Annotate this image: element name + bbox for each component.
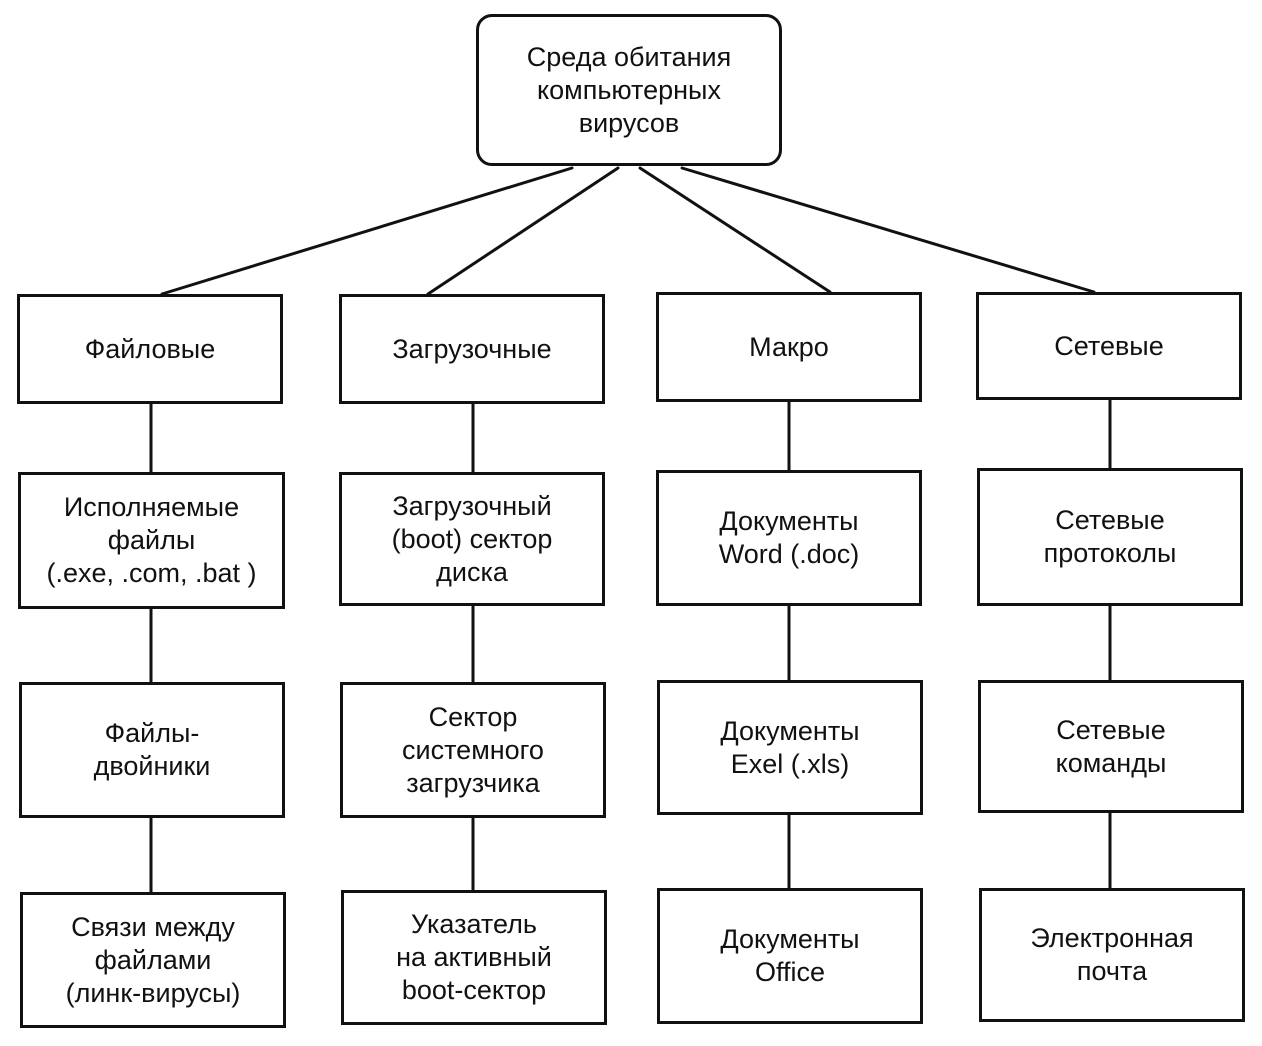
network-item-1: Сетевые протоколы bbox=[977, 468, 1243, 606]
boot-item-3: Указатель на активный boot-сектор bbox=[341, 890, 607, 1025]
connector-root-to-network bbox=[680, 166, 1096, 294]
root-node: Среда обитания компьютерных вирусов bbox=[476, 14, 782, 166]
file-item-2: Файлы- двойники bbox=[19, 682, 285, 818]
connector-root-to-file bbox=[160, 166, 574, 296]
network-item-3: Электронная почта bbox=[979, 888, 1245, 1022]
file-item-3: Связи между файлами (линк-вирусы) bbox=[20, 892, 286, 1028]
macro-item-1: Документы Word (.doc) bbox=[656, 470, 922, 606]
connector-root-to-boot bbox=[426, 166, 620, 296]
connector-root-to-macro bbox=[638, 166, 832, 294]
macro-item-2: Документы Exel (.xls) bbox=[657, 680, 923, 815]
category-macro-node: Макро bbox=[656, 292, 922, 402]
macro-item-3: Документы Office bbox=[657, 888, 923, 1024]
file-item-1: Исполняемые файлы (.exe, .com, .bat ) bbox=[18, 472, 285, 609]
category-network-node: Сетевые bbox=[976, 292, 1242, 400]
category-file-node: Файловые bbox=[17, 294, 283, 404]
boot-item-1: Загрузочный (boot) сектор диска bbox=[339, 472, 605, 606]
network-item-2: Сетевые команды bbox=[978, 680, 1244, 813]
boot-item-2: Сектор системного загрузчика bbox=[340, 682, 606, 818]
category-boot-node: Загрузочные bbox=[339, 294, 605, 404]
